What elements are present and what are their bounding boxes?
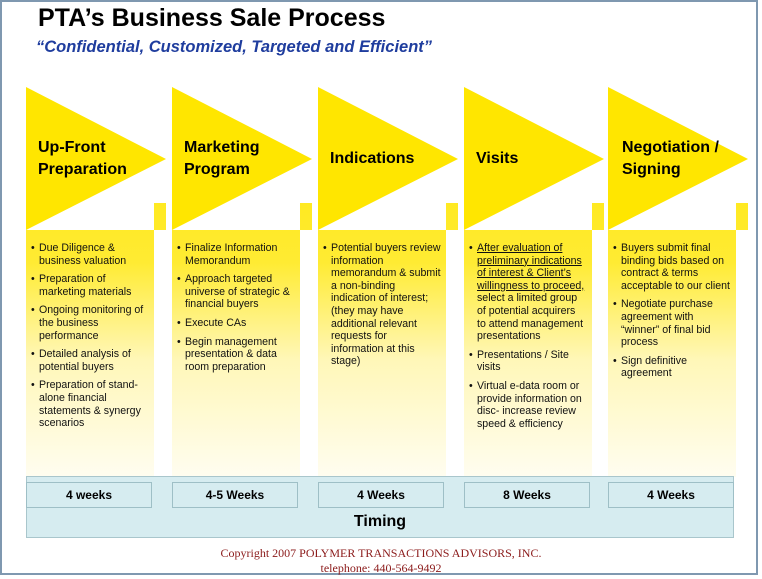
- stage-title: Negotiation / Signing: [622, 139, 719, 178]
- page-subtitle: “Confidential, Customized, Targeted and …: [36, 38, 433, 56]
- list-item: Ongoing monitoring of the business perfo…: [31, 304, 149, 342]
- list-item: Preparation of marketing materials: [31, 273, 149, 298]
- list-item: Sign definitive agreement: [613, 355, 731, 380]
- stage-title: Marketing Program: [184, 139, 260, 178]
- stage-upfront-preparation: Up-Front Preparation Due Diligence & bus…: [26, 87, 214, 477]
- stage-title: Indications: [330, 150, 415, 167]
- list-item: Approach targeted universe of strategic …: [177, 273, 295, 311]
- stage-bullet-list: Potential buyers review information memo…: [323, 242, 441, 374]
- list-item: Finalize Information Memorandum: [177, 242, 295, 267]
- stage-bullet-list: Buyers submit final binding bids based o…: [613, 242, 731, 386]
- telephone-text: telephone: 440-564-9492: [320, 561, 442, 575]
- list-item: Potential buyers review information memo…: [323, 242, 441, 368]
- duration-box: 4 Weeks: [318, 482, 444, 508]
- stage-negotiation-signing: Negotiation / Signing Buyers submit fina…: [608, 87, 762, 477]
- duration-box: 4 weeks: [26, 482, 152, 508]
- list-item: After evaluation of preliminary indicati…: [469, 242, 587, 343]
- timing-label: Timing: [353, 513, 407, 530]
- underlined-lead: After evaluation of preliminary indicati…: [477, 242, 585, 292]
- list-item: Begin management presentation & data roo…: [177, 336, 295, 374]
- stage-bullet-list: After evaluation of preliminary indicati…: [469, 242, 587, 436]
- list-item-text: select a limited group of potential acqu…: [477, 292, 584, 343]
- stage-bullet-list: Finalize Information Memorandum Approach…: [177, 242, 295, 379]
- list-item: Negotiate purchase agreement with “winne…: [613, 298, 731, 348]
- stage-title: Visits: [476, 150, 519, 167]
- list-item: Preparation of stand-alone financial sta…: [31, 379, 149, 429]
- list-item: Due Diligence & business valuation: [31, 242, 149, 267]
- duration-box: 4 Weeks: [608, 482, 734, 508]
- list-item: Execute CAs: [177, 317, 295, 330]
- copyright-footer: Copyright 2007 POLYMER TRANSACTIONS ADVI…: [0, 546, 762, 576]
- list-item: Presentations / Site visits: [469, 349, 587, 374]
- list-item: Virtual e-data room or provide informati…: [469, 380, 587, 430]
- list-item: Detailed analysis of potential buyers: [31, 348, 149, 373]
- stage-marketing-program: Marketing Program Finalize Information M…: [172, 87, 360, 477]
- page-title: PTA’s Business Sale Process: [38, 4, 386, 32]
- stage-bullet-list: Due Diligence & business valuation Prepa…: [31, 242, 149, 436]
- stage-visits: Visits After evaluation of preliminary i…: [464, 87, 652, 477]
- stage-title: Up-Front Preparation: [38, 139, 127, 178]
- stage-indications: Indications Potential buyers review info…: [318, 87, 506, 477]
- list-item: Buyers submit final binding bids based o…: [613, 242, 731, 292]
- copyright-text: Copyright 2007 POLYMER TRANSACTIONS ADVI…: [220, 546, 542, 560]
- duration-box: 4-5 Weeks: [172, 482, 298, 508]
- duration-box: 8 Weeks: [464, 482, 590, 508]
